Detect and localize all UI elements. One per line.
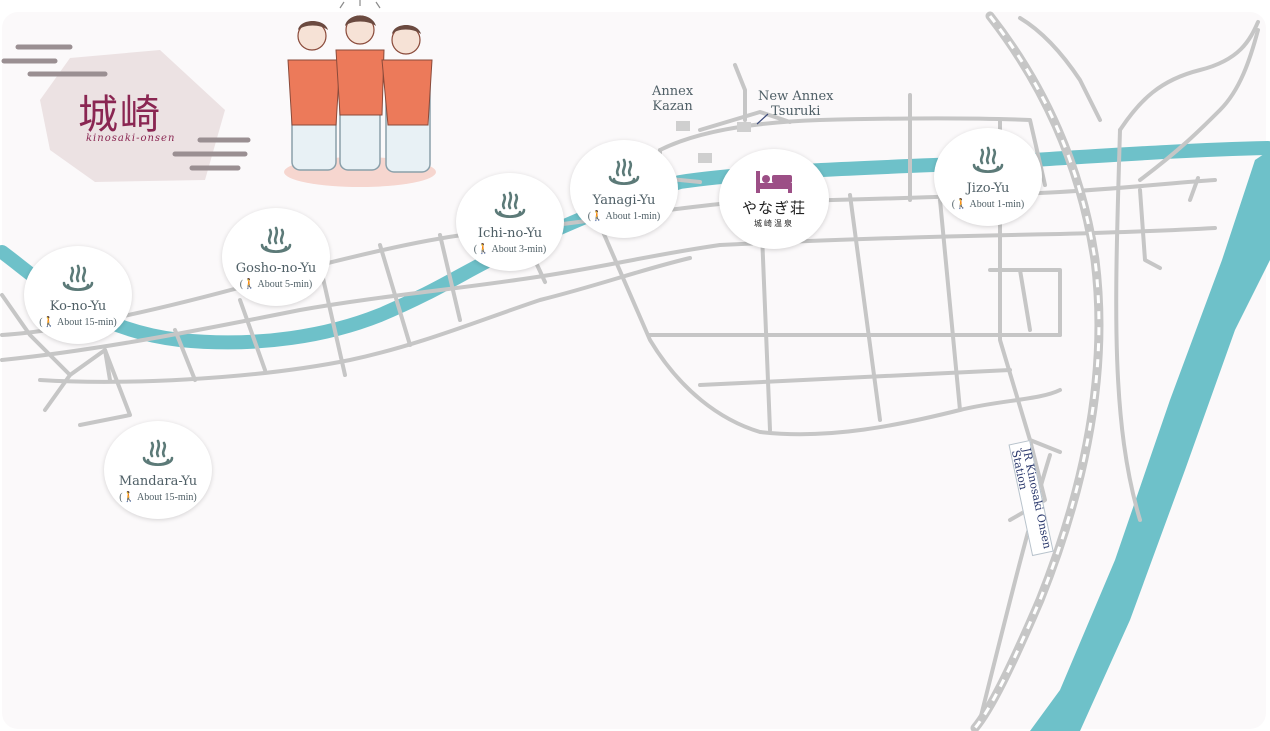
- hot-spring-icon: [494, 191, 526, 219]
- walking-person-icon: 🚶: [243, 279, 256, 290]
- hotel-name: やなぎ荘: [741, 199, 806, 217]
- onsen-name: Mandara-Yu: [118, 474, 198, 489]
- onsen-marker-gosho-no-yu[interactable]: Gosho-no-Yu (🚶About 5-min): [222, 208, 330, 306]
- yukata-girls-illustration: [284, 0, 436, 187]
- onsen-name: Ichi-no-Yu: [477, 226, 543, 241]
- walk-time-label: About 3-min: [491, 244, 543, 255]
- walk-time-label: About 5-min: [257, 279, 309, 290]
- new-annex-tsuruki-label: New Annex Tsuruki: [758, 89, 834, 119]
- onsen-walk-time: (🚶About 15-min): [39, 317, 117, 328]
- onsen-marker-mandara-yu[interactable]: Mandara-Yu (🚶About 15-min): [104, 421, 212, 519]
- logo-kanji: 城崎: [78, 92, 162, 138]
- new-annex-tsuruki-line-2: Tsuruki: [771, 104, 821, 119]
- hot-spring-icon: [62, 264, 94, 292]
- logo-romaji: kinosaki-onsen: [86, 133, 176, 144]
- jr-railway: [970, 11, 1104, 731]
- onsen-marker-ichi-no-yu[interactable]: Ichi-no-Yu (🚶About 3-min): [456, 173, 564, 271]
- onsen-name: Ko-no-Yu: [49, 299, 107, 314]
- annex-pointer-line: [756, 113, 769, 125]
- annex-kazan-line-1: Annex: [652, 84, 694, 99]
- walk-time-label: About 15-min: [57, 317, 114, 328]
- hotel-marker-yanagiso[interactable]: やなぎ荘 城崎温泉: [719, 149, 829, 249]
- walk-time-label: About 1-min: [605, 211, 657, 222]
- maruyama-river: [1030, 150, 1270, 731]
- kinosaki-logo-emblem: [1, 44, 251, 182]
- onsen-name: Yanagi-Yu: [592, 193, 656, 208]
- onsen-marker-yanagi-yu[interactable]: Yanagi-Yu (🚶About 1-min): [570, 140, 678, 238]
- walking-person-icon: 🚶: [122, 492, 136, 503]
- hot-spring-icon: [260, 226, 292, 254]
- walking-person-icon: 🚶: [955, 199, 968, 210]
- annex-building: [698, 153, 712, 163]
- bed-icon: [756, 171, 792, 193]
- onsen-marker-jizo-yu[interactable]: Jizo-Yu (🚶About 1-min): [934, 128, 1042, 226]
- onsen-name: Jizo-Yu: [966, 181, 1010, 196]
- hotel-subtitle: 城崎温泉: [754, 219, 794, 228]
- onsen-walk-time: (🚶About 5-min): [239, 279, 313, 290]
- onsen-walk-time: (🚶About 1-min): [587, 211, 661, 222]
- onsen-walk-time: (🚶About 3-min): [473, 244, 547, 255]
- hot-spring-icon: [142, 439, 174, 467]
- walk-time-label: About 1-min: [969, 199, 1021, 210]
- annex-kazan-building: [676, 121, 690, 131]
- walking-person-icon: 🚶: [42, 317, 56, 328]
- walk-time-label: About 15-min: [137, 492, 194, 503]
- new-annex-tsuruki-line-1: New Annex: [758, 89, 834, 104]
- road-network: [0, 16, 1260, 722]
- new-annex-tsuruki-building: [737, 122, 751, 132]
- annex-kazan-label: Annex Kazan: [652, 84, 693, 114]
- onsen-walk-time: (🚶About 1-min): [951, 199, 1025, 210]
- onsen-name: Gosho-no-Yu: [235, 261, 317, 276]
- onsen-marker-ko-no-yu[interactable]: Ko-no-Yu (🚶About 15-min): [24, 246, 132, 344]
- annex-kazan-line-2: Kazan: [652, 99, 693, 114]
- onsen-walk-time: (🚶About 15-min): [119, 492, 197, 503]
- walking-person-icon: 🚶: [591, 211, 604, 222]
- walking-person-icon: 🚶: [477, 244, 490, 255]
- hot-spring-icon: [608, 158, 640, 186]
- hot-spring-icon: [972, 146, 1004, 174]
